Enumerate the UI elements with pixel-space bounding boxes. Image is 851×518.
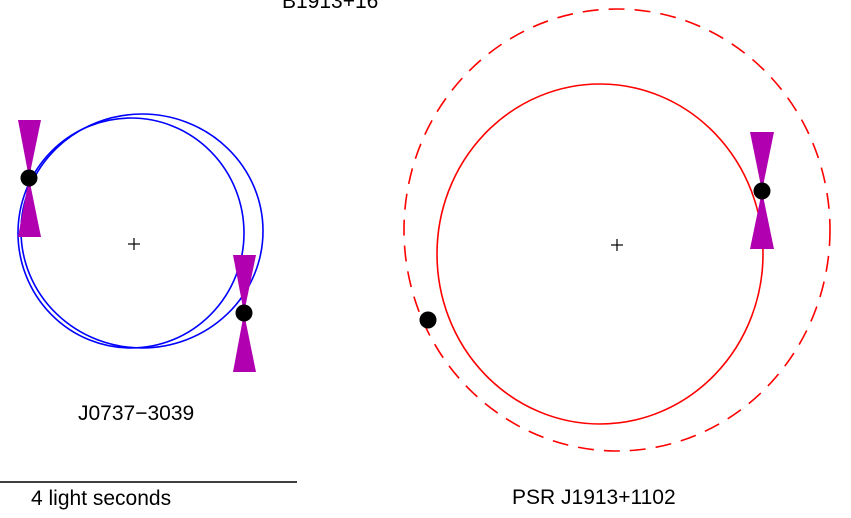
right-beam: [750, 132, 774, 249]
left-beam-1: [18, 120, 41, 237]
left-pulsar-star-1: [20, 169, 38, 187]
left-beam-2: [233, 255, 256, 372]
top-system-label: B1913+16: [282, 0, 379, 13]
right-center-mark: [611, 239, 623, 251]
left-binary-system: [17, 113, 264, 372]
right-companion-star: [419, 311, 437, 329]
right-binary-system: [403, 8, 831, 452]
right-orbit-solid: [436, 83, 764, 425]
left-system-label: J0737−3039: [78, 402, 195, 425]
right-pulsar-star: [753, 182, 771, 200]
left-center-mark: [128, 238, 140, 250]
left-orbit-2: [20, 113, 264, 349]
left-pulsar-star-2: [235, 304, 253, 322]
right-system-label: PSR J1913+1102: [512, 486, 676, 509]
right-orbit-dashed: [403, 8, 831, 452]
scale-bar-label: 4 light seconds: [31, 487, 172, 510]
